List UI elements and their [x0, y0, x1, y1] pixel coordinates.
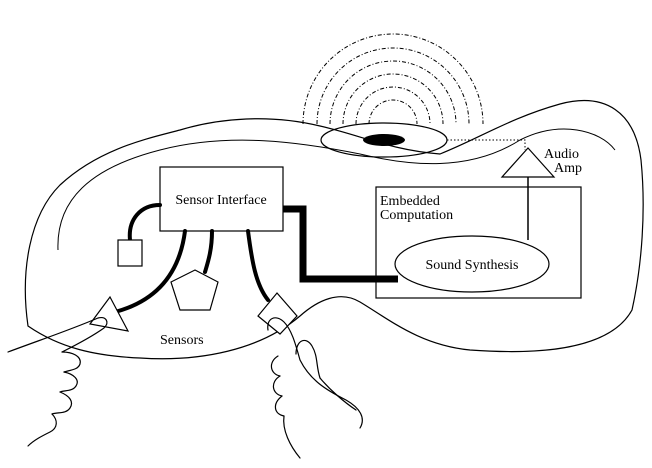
pentagon-sensor [170, 269, 219, 311]
sound-wave-arc [342, 73, 444, 125]
embedded-computation-label-line2: Computation [380, 208, 453, 223]
sound-wave-arc [329, 60, 457, 125]
cable-to-pentagon-sensor [203, 229, 214, 274]
sound-synthesis-label: Sound Synthesis [426, 258, 519, 273]
speaker-cone [363, 134, 405, 146]
speaker-amp-link [447, 139, 526, 150]
sound-waves [302, 33, 484, 125]
interface-synthesis-bus [283, 205, 398, 283]
audio-amp-label-line1: Audio [544, 147, 579, 162]
instrument-body-outline [24, 100, 644, 360]
instrument-inner-rim [57, 128, 616, 251]
sensors-label: Sensors [160, 333, 204, 348]
sound-wave-arc [316, 47, 470, 125]
square-sensor [117, 239, 143, 267]
embedded-computation-label-line1: Embedded [380, 194, 440, 209]
sensor-cables [113, 203, 270, 314]
cable-to-triangle-sensor [113, 229, 187, 314]
left-hand-illustration [7, 317, 108, 447]
sensor-interface-box [159, 166, 284, 232]
right-hand-illustration [267, 317, 363, 459]
sound-synthesis-ellipse [394, 235, 550, 293]
cable-to-square-sensor [127, 203, 162, 242]
sound-wave-arc [368, 99, 418, 125]
diamond-sensor [257, 292, 298, 335]
sound-wave-arc [355, 86, 431, 125]
audio-amp-label-line2: Amp [554, 161, 582, 176]
sound-wave-arc [302, 33, 484, 125]
triangle-sensor [88, 295, 130, 332]
cable-to-diamond-sensor [246, 229, 270, 302]
sensor-interface-label: Sensor Interface [175, 193, 266, 208]
